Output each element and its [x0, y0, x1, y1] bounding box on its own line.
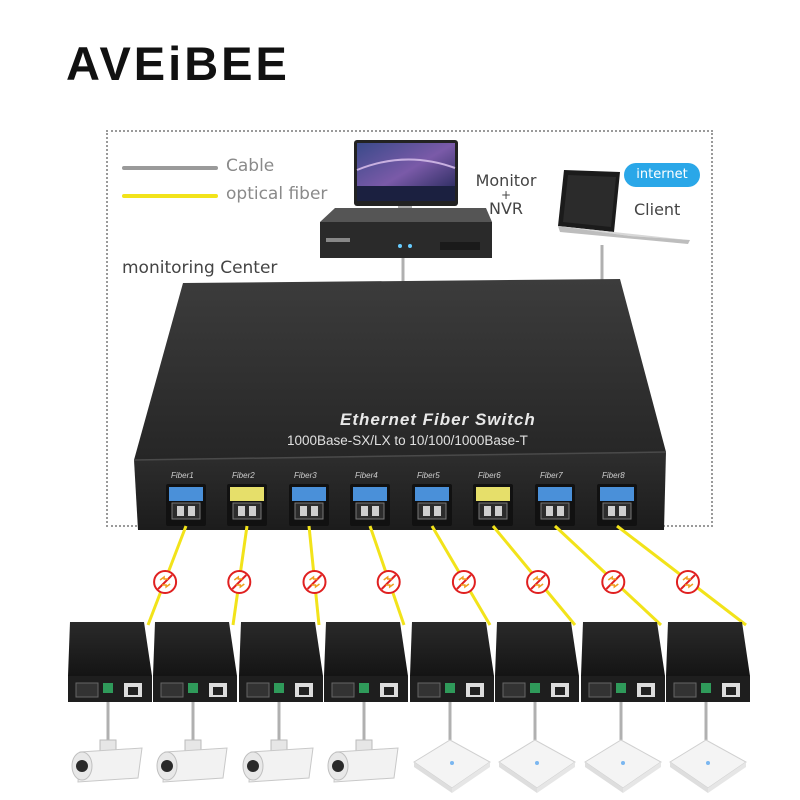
media-converter-4: [324, 622, 408, 702]
no-signal-badge-2: [227, 570, 252, 594]
wireless-access-point-icon-5: [413, 739, 491, 793]
monitor-label: Monitor: [475, 171, 537, 190]
port-label-7: Fiber7: [540, 471, 563, 480]
brand-logo: AVEiBEE: [66, 37, 290, 90]
media-converter-8: [666, 622, 750, 702]
port-label-2: Fiber2: [232, 471, 255, 480]
bullet-camera-icon-4: [327, 739, 399, 783]
bullet-camera-icon-3: [242, 739, 314, 783]
bullet-camera-icon-1: [71, 739, 143, 783]
media-converter-3: [239, 622, 323, 702]
port-label-3: Fiber3: [294, 471, 317, 480]
plus-label: +: [500, 188, 512, 202]
switch-subtitle: 1000Base-SX/LX to 10/100/1000Base-T: [287, 433, 528, 448]
switch-title: Ethernet Fiber Switch: [340, 410, 536, 429]
wireless-access-point-icon-8: [669, 739, 747, 793]
no-signal-badge-7: [601, 570, 626, 594]
no-signal-badge-1: [153, 570, 178, 594]
fiber-port-5: [412, 484, 452, 526]
wireless-access-point-icon-6: [498, 739, 576, 793]
cable-legend-label: Cable: [226, 156, 275, 176]
media-converter-5: [410, 622, 494, 702]
internet-badge: internet: [624, 163, 700, 187]
link-badges: [153, 570, 700, 594]
endpoint-devices: [71, 739, 747, 793]
port-label-1: Fiber1: [171, 471, 194, 480]
fiber-switch: [133, 279, 667, 530]
switch-ports: [166, 484, 637, 526]
media-converter-7: [581, 622, 665, 702]
media-converters: [68, 622, 750, 740]
no-signal-badge-8: [675, 570, 700, 594]
laptop-icon: [558, 170, 690, 244]
fiber-port-2: [227, 484, 267, 526]
nvr-label: NVR: [488, 199, 524, 218]
fiber-port-1: [166, 484, 206, 526]
no-signal-badge-4: [376, 570, 401, 594]
no-signal-badge-6: [526, 570, 551, 594]
fiber-legend-label: optical fiber: [226, 184, 328, 204]
client-label: Client: [634, 200, 681, 219]
port-label-8: Fiber8: [602, 471, 625, 480]
fiber-port-4: [350, 484, 390, 526]
media-converter-6: [495, 622, 579, 702]
port-label-5: Fiber5: [417, 471, 440, 480]
monitor-nvr-label: Monitor + NVR: [466, 172, 546, 218]
nvr-icon: [320, 208, 492, 258]
fiber-legend-line: [122, 194, 218, 198]
fiber-port-6: [473, 484, 513, 526]
wireless-access-point-icon-7: [584, 739, 662, 793]
media-converter-1: [68, 622, 152, 702]
monitor-icon: [354, 140, 458, 216]
no-signal-badge-3: [302, 570, 327, 594]
port-label-6: Fiber6: [478, 471, 501, 480]
no-signal-badge-5: [451, 570, 476, 594]
fiber-port-3: [289, 484, 329, 526]
media-converter-2: [153, 622, 237, 702]
bullet-camera-icon-2: [156, 739, 228, 783]
fiber-port-8: [597, 484, 637, 526]
port-label-4: Fiber4: [355, 471, 378, 480]
fiber-port-7: [535, 484, 575, 526]
cable-legend-line: [122, 166, 218, 170]
monitoring-center-label: monitoring Center: [122, 258, 278, 278]
